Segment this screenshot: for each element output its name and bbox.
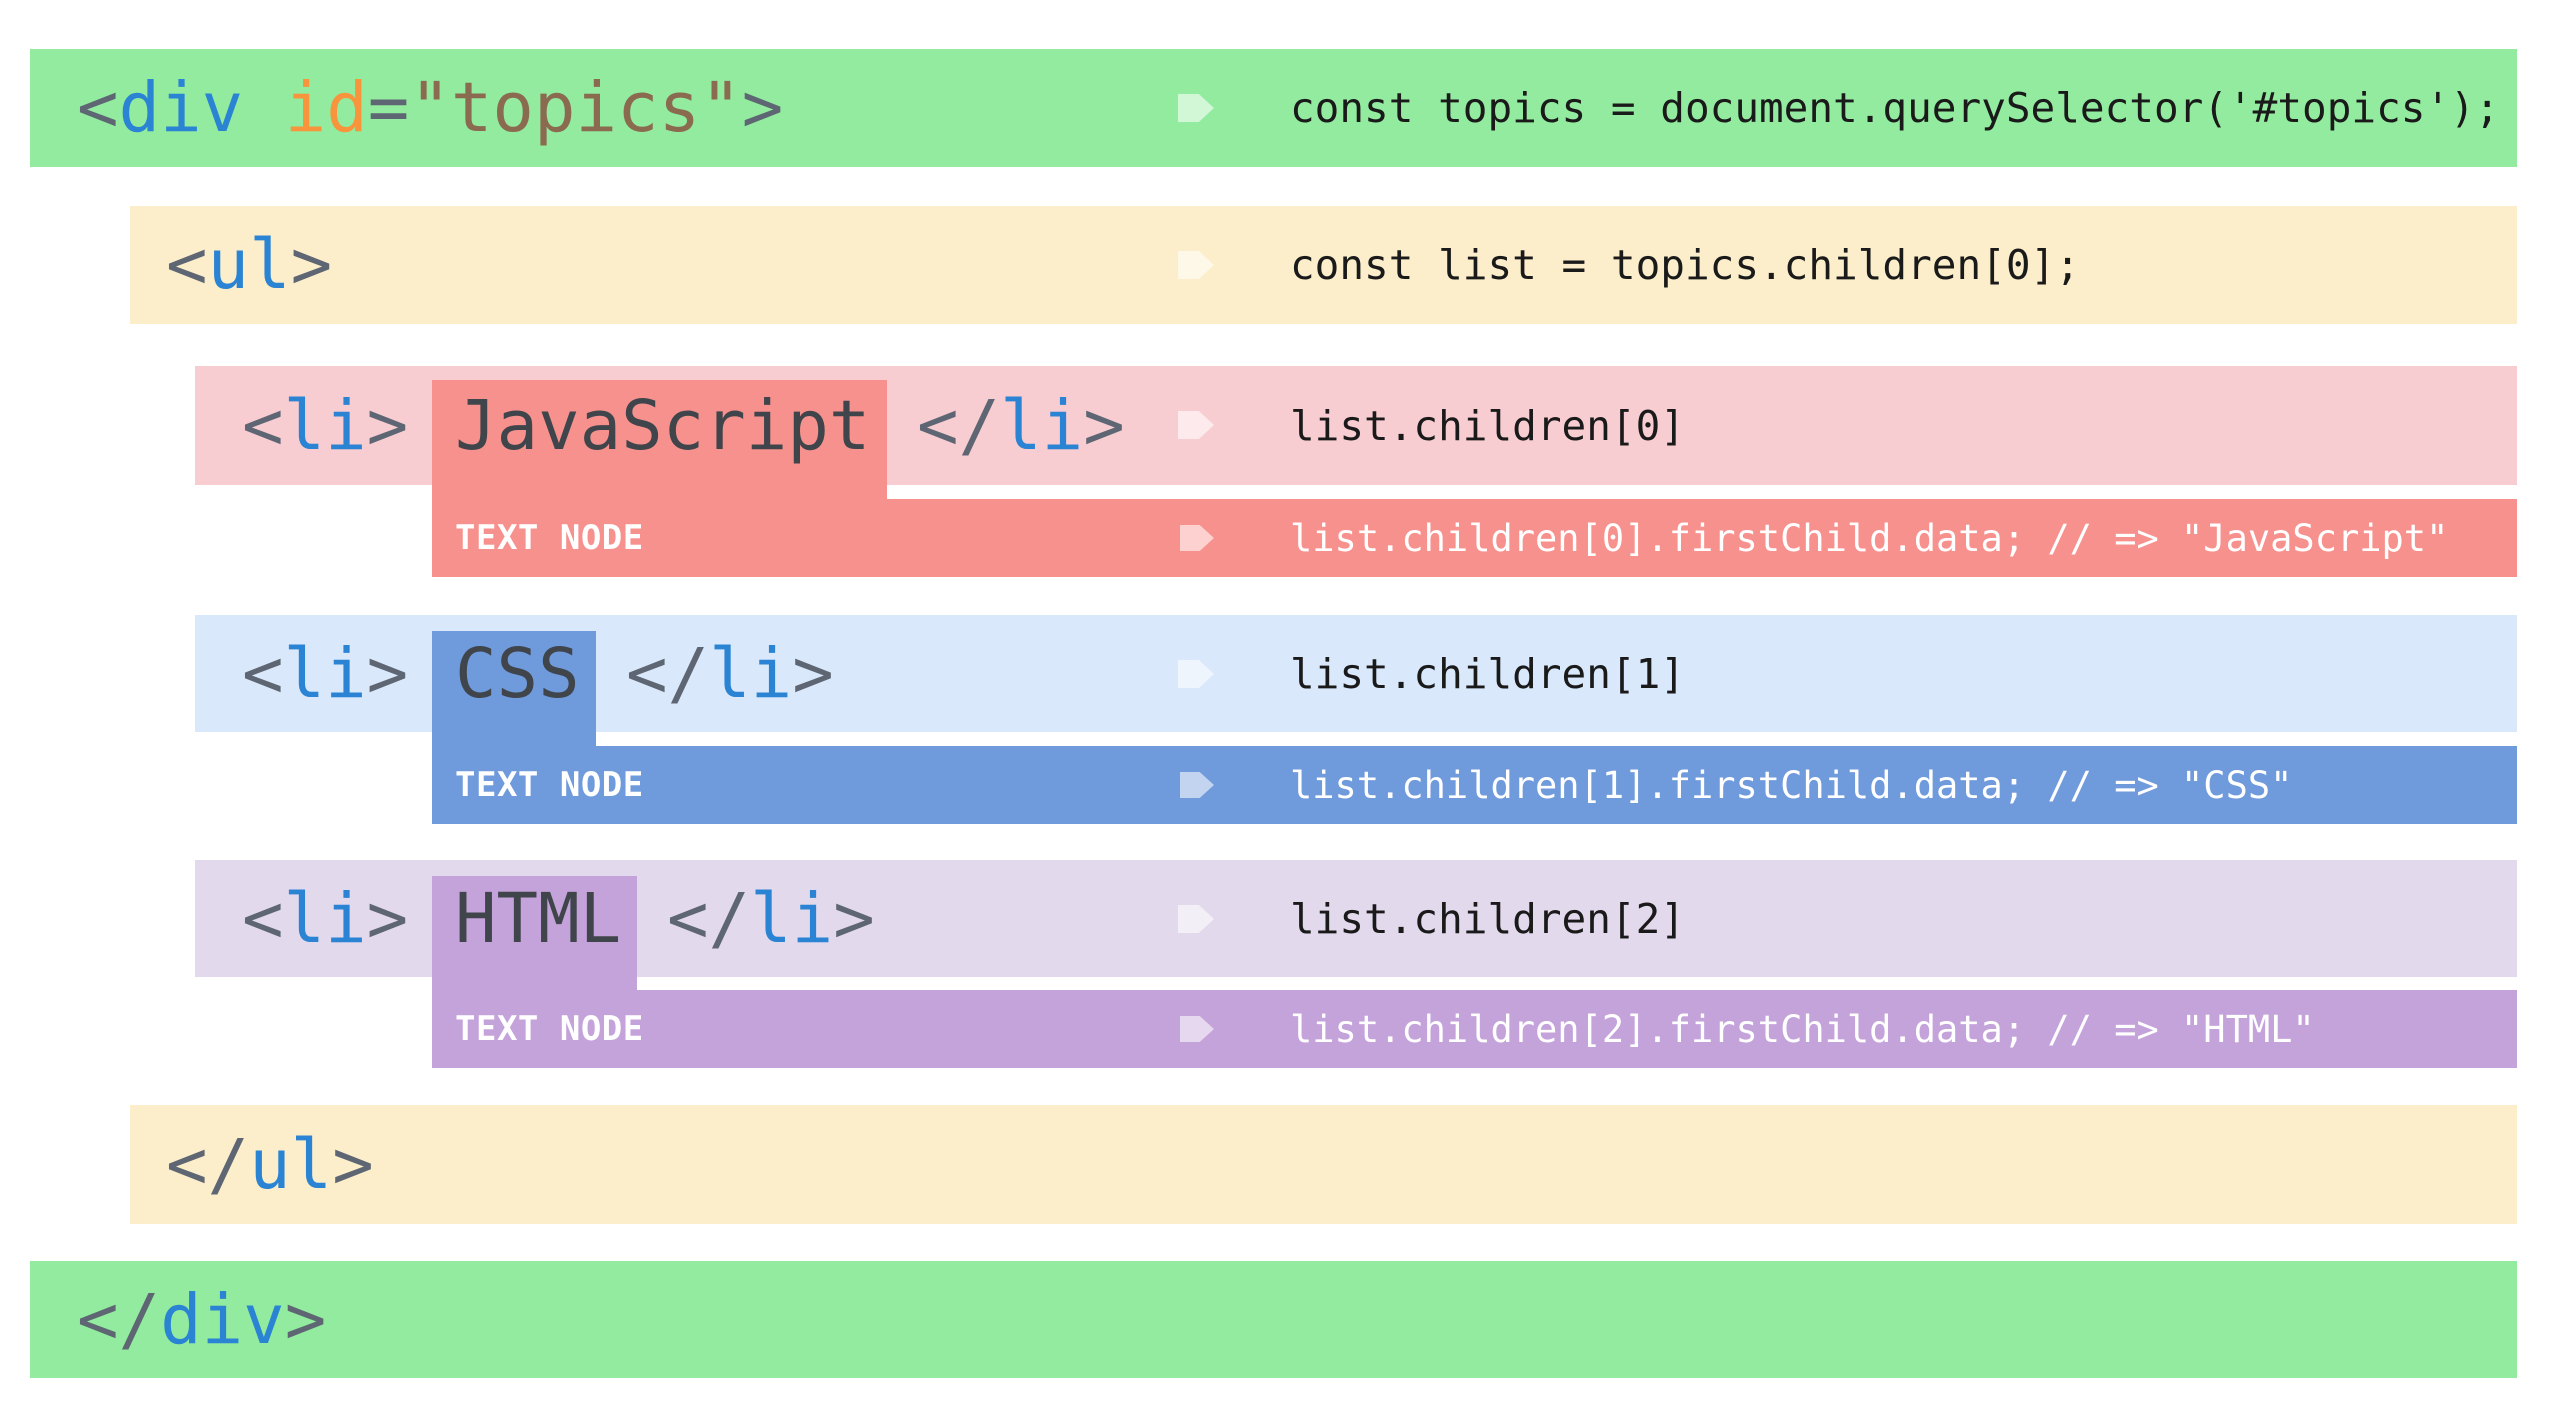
tag-name: li bbox=[709, 633, 793, 714]
li-text-javascript: JavaScript bbox=[455, 385, 871, 466]
code-li-javascript: list.children[0] bbox=[1290, 401, 1685, 450]
text-node-label: TEXT NODE bbox=[455, 765, 644, 805]
li-close-tag: </li> bbox=[917, 366, 1125, 485]
tag-name: li bbox=[750, 878, 834, 959]
text-node-box-javascript bbox=[432, 380, 887, 577]
li-close-tag: </li> bbox=[667, 860, 875, 977]
bracket: < bbox=[242, 633, 284, 714]
li-text-html: HTML bbox=[455, 878, 622, 959]
bracket: < bbox=[242, 385, 284, 466]
li-open-tag: <li> bbox=[242, 366, 408, 485]
bracket: > bbox=[1083, 385, 1125, 466]
div-close-tag: </div> bbox=[77, 1261, 326, 1378]
tag-name: div bbox=[160, 1279, 285, 1360]
bracket: </ bbox=[77, 1279, 161, 1360]
tag-name: ul bbox=[207, 225, 291, 305]
code-ul-open: const list = topics.children[0]; bbox=[1290, 241, 2080, 289]
code-li-css: list.children[1] bbox=[1290, 649, 1685, 698]
text-node-box-css bbox=[432, 631, 596, 824]
li-close-tag: </li> bbox=[626, 615, 834, 732]
ul-close-bar bbox=[130, 1105, 2517, 1224]
bracket: > bbox=[290, 225, 333, 305]
tag-name: div bbox=[118, 68, 244, 148]
div-open-tag: <div id="topics"> bbox=[77, 49, 783, 167]
code-textnode-javascript: list.children[0].firstChild.data; // => … bbox=[1290, 516, 2449, 560]
bracket: </ bbox=[917, 385, 1001, 466]
bracket: < bbox=[77, 68, 119, 148]
tag-name: ul bbox=[249, 1124, 333, 1205]
div-close-bar bbox=[30, 1261, 2517, 1378]
bracket: > bbox=[366, 633, 409, 714]
bracket: </ bbox=[626, 633, 710, 714]
equals-sign: = bbox=[367, 68, 410, 148]
attr-value: "topics" bbox=[409, 68, 742, 148]
ul-open-tag: <ul> bbox=[166, 206, 332, 324]
tag-name: li bbox=[283, 633, 367, 714]
text-node-label: TEXT NODE bbox=[455, 1009, 644, 1049]
code-li-html: list.children[2] bbox=[1290, 894, 1685, 943]
li-text-css: CSS bbox=[455, 633, 580, 714]
ul-close-tag: </ul> bbox=[166, 1105, 374, 1224]
bracket: > bbox=[792, 633, 834, 714]
text-node-bar-css bbox=[432, 746, 2517, 824]
bracket: </ bbox=[166, 1124, 250, 1205]
bracket: > bbox=[284, 1279, 327, 1360]
text-node-bar-html bbox=[432, 990, 2517, 1068]
code-div-open: const topics = document.querySelector('#… bbox=[1290, 84, 2500, 132]
tag-name: li bbox=[283, 878, 367, 959]
text-node-label: TEXT NODE bbox=[455, 518, 644, 558]
bracket: </ bbox=[667, 878, 751, 959]
bracket: > bbox=[332, 1124, 374, 1205]
bracket: > bbox=[833, 878, 875, 959]
code-textnode-html: list.children[2].firstChild.data; // => … bbox=[1290, 1007, 2315, 1051]
bracket: > bbox=[741, 68, 784, 148]
ul-open-bar bbox=[130, 206, 2517, 324]
bracket: < bbox=[166, 225, 208, 305]
tag-name: li bbox=[283, 385, 367, 466]
code-textnode-css: list.children[1].firstChild.data; // => … bbox=[1290, 763, 2293, 807]
text-node-box-html bbox=[432, 876, 637, 1068]
li-open-tag: <li> bbox=[242, 615, 408, 732]
bracket: < bbox=[242, 878, 284, 959]
bracket: > bbox=[366, 878, 409, 959]
bracket: > bbox=[366, 385, 409, 466]
div-open-bar bbox=[30, 49, 2517, 167]
attr-name: id bbox=[243, 68, 368, 148]
li-open-tag: <li> bbox=[242, 860, 408, 977]
tag-name: li bbox=[1000, 385, 1084, 466]
